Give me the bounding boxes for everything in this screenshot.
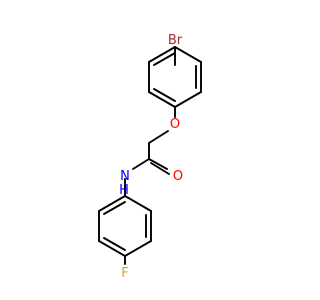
bond (124, 240, 152, 257)
atom-label-fluorine: F (121, 266, 128, 281)
bond (103, 201, 126, 215)
bond (132, 158, 150, 170)
bond (150, 162, 170, 175)
bond (148, 158, 168, 170)
bond (148, 91, 176, 108)
bond (153, 88, 176, 102)
bond (98, 240, 126, 257)
atom-labels: Br O O N H F (119, 33, 183, 281)
bond (148, 46, 176, 63)
atom-label-bromine: Br (168, 33, 183, 48)
molecule-structure: Br O O N H F (98, 33, 202, 281)
atom-label-carbonyl-oxygen: O (173, 169, 183, 184)
atom-label-ether-oxygen: O (170, 117, 180, 132)
bond (153, 52, 176, 66)
bond (174, 91, 202, 108)
bond (98, 195, 126, 212)
bond (174, 46, 202, 63)
bond (103, 237, 126, 251)
bond (124, 195, 152, 212)
bond (148, 130, 169, 144)
bond-lines (98, 46, 202, 265)
atom-label-amide-nitrogen: N (120, 169, 130, 184)
atom-label-amide-hydrogen: H (119, 183, 129, 198)
